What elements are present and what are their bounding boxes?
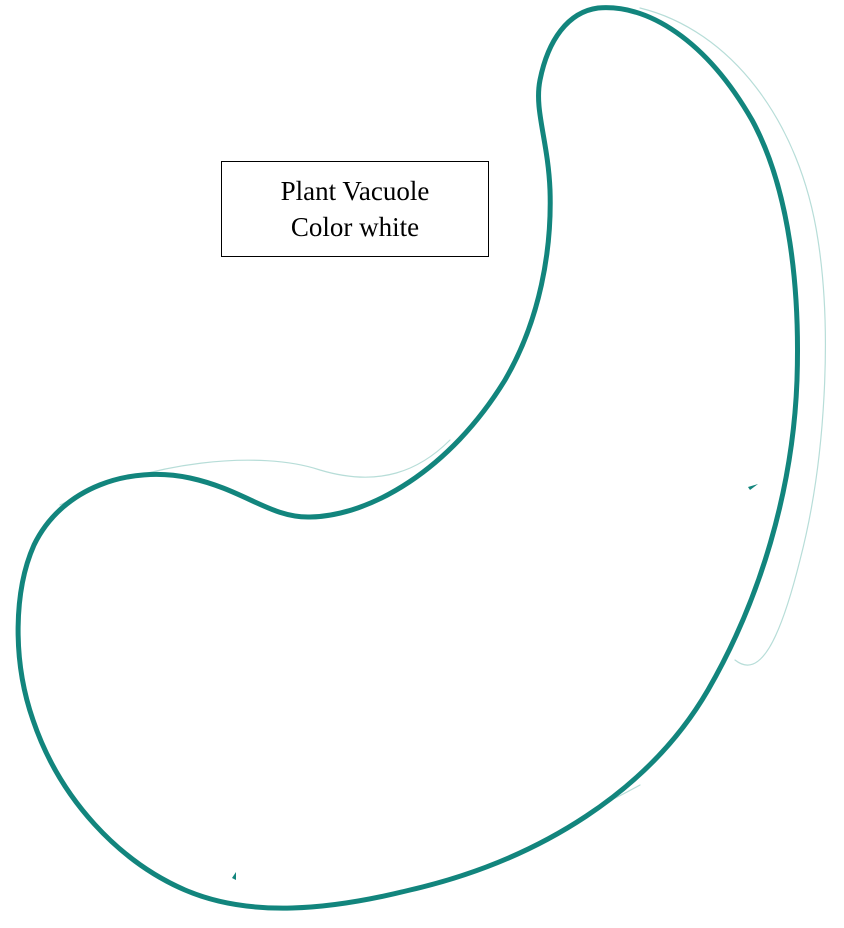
vacuole-label-box: Plant Vacuole Color white	[221, 161, 489, 257]
label-color-note: Color white	[291, 209, 419, 245]
vacuole-outline	[18, 8, 797, 908]
label-title: Plant Vacuole	[281, 173, 430, 209]
